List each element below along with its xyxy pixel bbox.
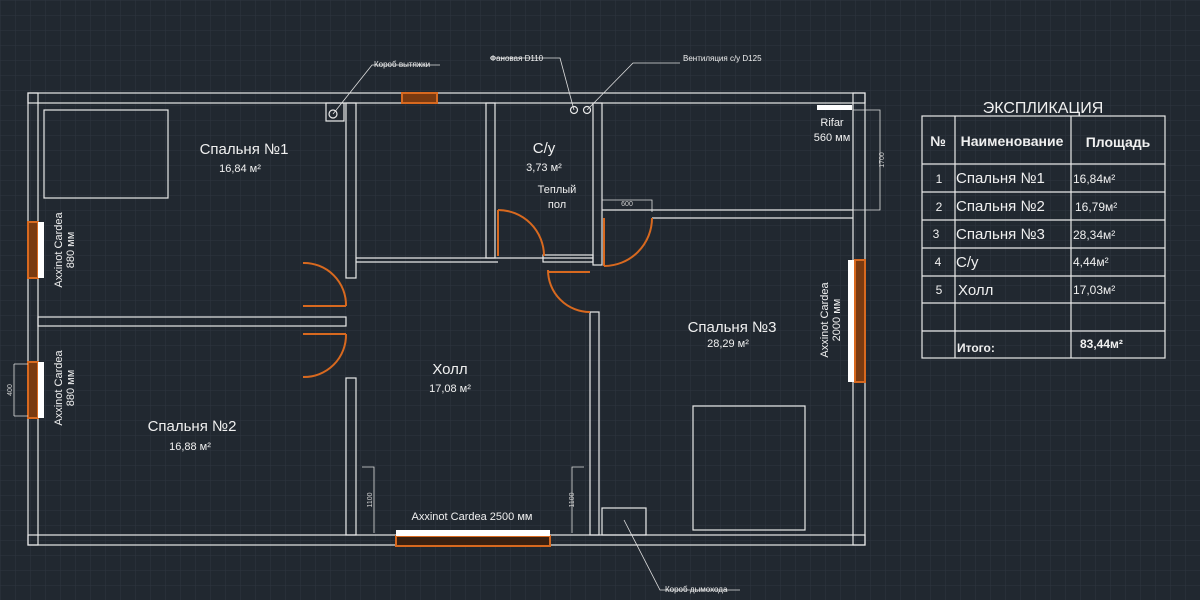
bed1-radiator-size: 880 мм [65, 232, 77, 269]
room-name-bedroom-2: Спальня №2 [148, 418, 237, 435]
row-area: 28,34м² [1073, 228, 1115, 242]
row-area: 17,03м² [1073, 283, 1115, 297]
room-area-bedroom-3: 28,29 м² [707, 338, 749, 350]
dim-600: 600 [621, 201, 633, 208]
bed-3 [692, 405, 806, 531]
header-name: Наименование [961, 133, 1064, 149]
row-name: С/у [956, 254, 979, 271]
room-area-bathroom: 3,73 м² [526, 162, 562, 174]
chimney-box-label: Короб дымохода [665, 585, 728, 594]
row-number: 4 [935, 255, 942, 269]
exhaust-box-label: Короб вытяжки [374, 60, 430, 69]
header-area: Площадь [1086, 134, 1151, 150]
fan-pipe-icon [569, 105, 579, 115]
warm-floor-note: Теплый [538, 184, 577, 196]
bed3-radiator-size: 2000 мм [831, 299, 843, 342]
doors [302, 209, 653, 379]
header-number: № [930, 133, 946, 149]
bed3-radiator-label: Axxinot Cardea [819, 282, 831, 358]
room-name-bedroom-3: Спальня №3 [688, 319, 777, 336]
total-label: Итого: [957, 341, 995, 355]
row-number: 1 [936, 172, 943, 186]
leader-lines [13, 57, 881, 591]
row-name: Спальня №1 [956, 170, 1045, 187]
bed1-radiator-label: Axxinot Cardea [53, 212, 65, 288]
inner-walls [37, 102, 853, 536]
room-area-bedroom-2: 16,88 м² [169, 441, 211, 453]
room-area-bedroom-1: 16,84 м² [219, 163, 261, 175]
ventilation-icon [582, 105, 592, 115]
total-value: 83,44м² [1080, 337, 1123, 351]
fan-pipe-label: Фановая D110 [490, 54, 544, 63]
warm-floor-note-2: пол [548, 199, 566, 211]
ventilation-label: Вентиляция с/у D125 [683, 54, 762, 63]
room-name-bedroom-1: Спальня №1 [200, 141, 289, 158]
row-area: 16,79м² [1075, 200, 1117, 214]
table-row: 5 Холл 17,03м² [936, 282, 1116, 299]
room-name-hall: Холл [432, 361, 467, 378]
chimney-box [601, 507, 647, 536]
explication-table: ЭКСПЛИКАЦИЯ № Наименование Площадь 1 Спа… [921, 100, 1166, 359]
row-number: 2 [936, 200, 943, 214]
row-number: 5 [936, 283, 943, 297]
row-name: Холл [958, 282, 993, 299]
row-number: 3 [933, 227, 940, 241]
radiators [38, 105, 854, 536]
rifar-size: 560 мм [814, 132, 851, 144]
bed2-radiator-label: Axxinot Cardea [53, 350, 65, 426]
table-title: ЭКСПЛИКАЦИЯ [983, 100, 1104, 117]
table-row: 4 С/у 4,44м² [935, 254, 1109, 271]
table-row: 1 Спальня №1 16,84м² [936, 170, 1116, 187]
dim-1100-right: 1100 [569, 492, 576, 507]
dim-400: 400 [7, 384, 14, 396]
bed2-radiator-size: 880 мм [65, 370, 77, 407]
table-row: 3 Спальня №3 28,34м² [933, 226, 1116, 243]
dim-1100-left: 1100 [367, 492, 374, 507]
row-area: 4,44м² [1073, 255, 1109, 269]
row-name: Спальня №3 [956, 226, 1045, 243]
room-name-bathroom: С/у [533, 140, 556, 157]
room-area-hall: 17,08 м² [429, 383, 471, 395]
row-name: Спальня №2 [956, 198, 1045, 215]
table-row: 2 Спальня №2 16,79м² [936, 198, 1118, 215]
row-area: 16,84м² [1073, 172, 1115, 186]
bed-1 [43, 109, 169, 199]
exhaust-box [325, 102, 345, 122]
rifar-label: Rifar [820, 117, 844, 129]
furniture [43, 102, 806, 536]
dim-1700: 1700 [879, 152, 886, 168]
hall-radiator-label: Axxinot Cardea 2500 мм [412, 511, 533, 523]
